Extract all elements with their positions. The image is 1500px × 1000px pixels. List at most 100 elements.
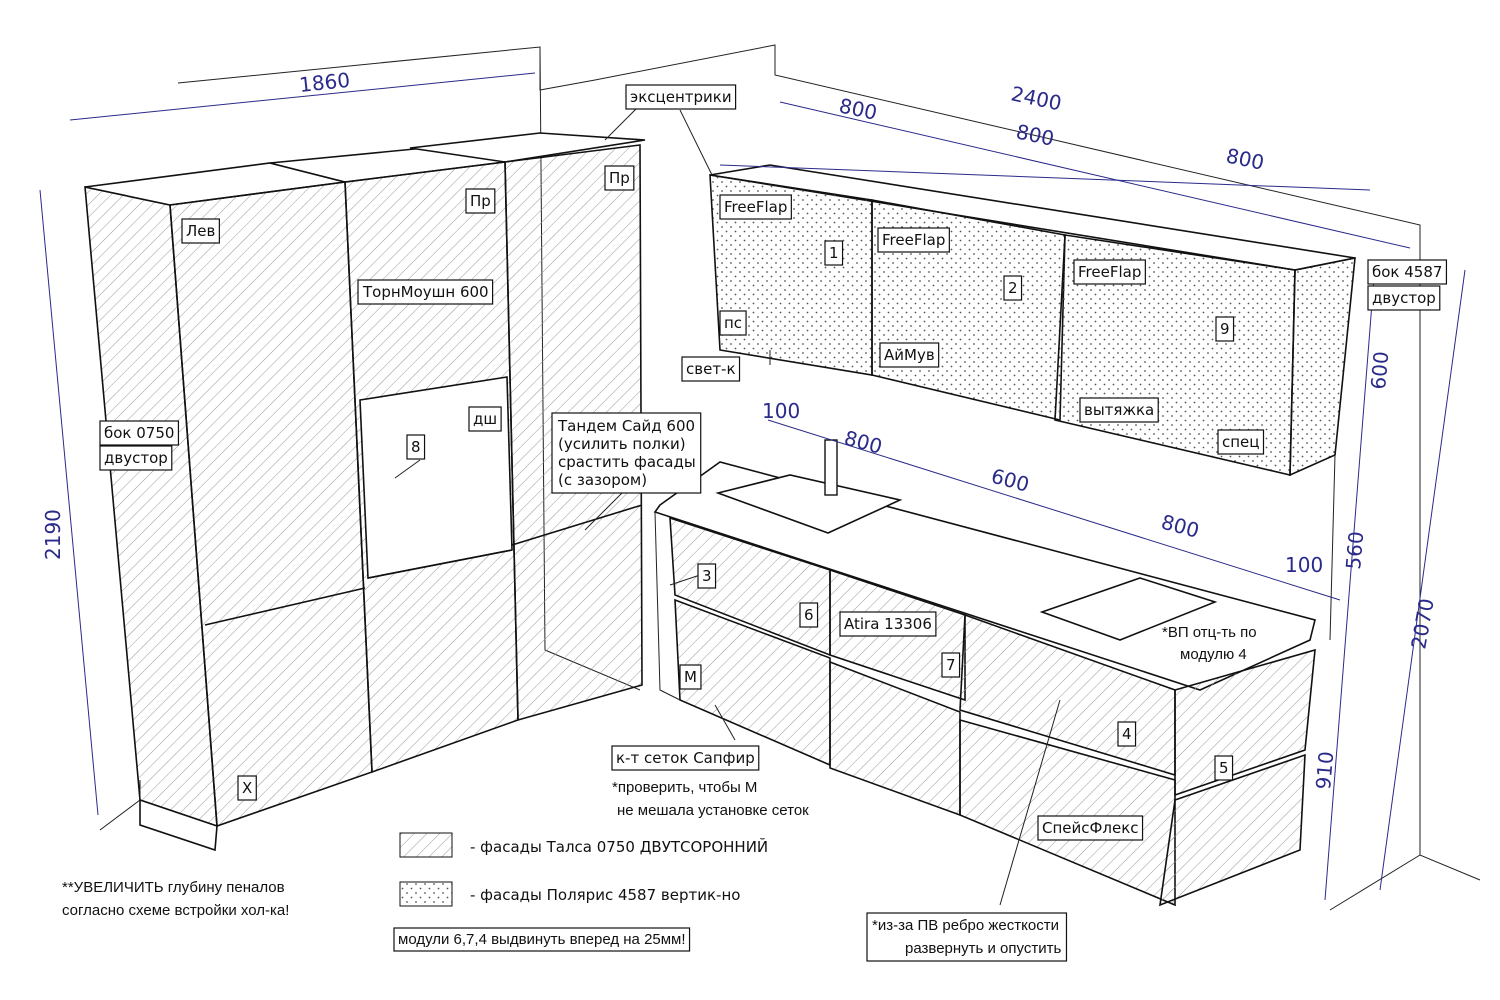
- note-rib-2: развернуть и опустить: [905, 940, 1061, 957]
- dim-right-height: 2070: [1406, 597, 1438, 651]
- label-box: [1117, 721, 1137, 747]
- dim-base-4: 800: [1159, 510, 1202, 543]
- label-box: [697, 563, 717, 589]
- label-box: [1367, 285, 1441, 311]
- label-box: [465, 188, 496, 214]
- label-freeflap-1: FreeFlap: [724, 198, 787, 216]
- label-box: [237, 775, 257, 801]
- note-rib-1: *из-за ПВ ребро жесткости: [872, 917, 1059, 934]
- label-module-8: 8: [411, 438, 421, 456]
- label-box: [1367, 259, 1448, 285]
- legend-hatch-swatch: [399, 832, 453, 858]
- label-side-right-1: бок 4587: [1372, 263, 1442, 281]
- label-box: [839, 611, 937, 637]
- label-side-left-2: двустор: [104, 449, 168, 467]
- label-ps: пс: [724, 314, 742, 332]
- label-box: [611, 745, 760, 771]
- label-module-5: 5: [1219, 759, 1229, 777]
- dim-upper-2: 800: [1014, 119, 1056, 150]
- label-box: [941, 652, 961, 678]
- label-box: [1215, 316, 1235, 342]
- label-tornmotion: ТорнМоушн 600: [362, 283, 489, 301]
- labels: эксцентрики Лев Пр Пр ТорнМоушн 600 дш 8…: [99, 84, 1448, 841]
- tandem-line: (с зазором): [558, 471, 647, 489]
- dim-left-height: 2190: [41, 509, 65, 560]
- legend: - фасады Талса 0750 ДВУТСОРОННИЙ - фасад…: [399, 832, 768, 907]
- dim-base-2: 800: [842, 426, 885, 459]
- label-svetk: свет-к: [686, 360, 736, 378]
- dim-base-1: 100: [762, 399, 800, 423]
- label-box: [681, 356, 741, 382]
- label-box: [799, 602, 819, 628]
- label-box: [824, 240, 844, 266]
- label-box: [679, 664, 702, 690]
- legend-dots-text: - фасады Полярис 4587 вертик-но: [470, 886, 740, 904]
- dim-upper-3: 800: [1224, 143, 1266, 174]
- legend-dots-swatch: [399, 881, 453, 907]
- label-freeflap-2: FreeFlap: [882, 231, 945, 249]
- label-box: [468, 406, 502, 432]
- tall-cabinets: [84, 132, 646, 852]
- label-box: [551, 412, 702, 494]
- label-box: [866, 912, 1068, 962]
- label-x: X: [242, 779, 252, 797]
- label-box: [1214, 755, 1234, 781]
- label-module-1: 1: [829, 244, 839, 262]
- leader-lines: [394, 104, 1061, 906]
- label-side-left-1: бок 0750: [104, 424, 174, 442]
- label-box: [357, 279, 494, 305]
- base-cabinets: [653, 439, 1316, 907]
- label-box: [877, 227, 950, 253]
- note-rib: *из-за ПВ ребро жесткости развернуть и о…: [866, 912, 1068, 962]
- tandem-line: (усилить полки): [558, 435, 686, 453]
- label-spec: спец: [1222, 433, 1260, 451]
- label-module-7: 7: [946, 656, 956, 674]
- label-vp-note-2: модулю 4: [1180, 646, 1247, 663]
- label-module-3: 3: [702, 567, 712, 585]
- label-box: [1217, 429, 1265, 455]
- label-box: [604, 165, 635, 191]
- label-module-9: 9: [1220, 320, 1230, 338]
- tandem-line: Тандем Сайд 600: [557, 417, 695, 435]
- note-check-2: не мешала установке сеток: [617, 802, 809, 819]
- note-increase-2: согласно схеме встройки хол-ка!: [62, 902, 289, 919]
- label-sapfir: к-т сеток Сапфир: [616, 749, 755, 767]
- legend-hatch-text: - фасады Талса 0750 ДВУТСОРОННИЙ: [470, 837, 768, 856]
- label-pr-2: Пр: [609, 169, 630, 187]
- label-box: [1003, 275, 1023, 301]
- label-pr-1: Пр: [470, 192, 491, 210]
- dim-gap-height: 560: [1341, 530, 1368, 570]
- label-m: М: [684, 668, 697, 686]
- label-side-right-2: двустор: [1372, 289, 1436, 307]
- note-shift: модули 6,7,4 выдвинуть вперед на 25мм!: [398, 931, 686, 948]
- label-box: [719, 194, 792, 220]
- label-dsh: дш: [473, 410, 497, 428]
- label-box: [625, 84, 737, 110]
- label-box: [719, 310, 747, 336]
- label-box: [879, 342, 940, 368]
- label-vp-note-1: *ВП отц-ть по: [1162, 624, 1257, 641]
- label-aymuv: АйМув: [884, 346, 935, 364]
- label-tandem: Тандем Сайд 600 (усилить полки) срастить…: [551, 412, 702, 494]
- dim-right-width: 2400: [1009, 81, 1064, 115]
- label-box: [1073, 259, 1146, 285]
- label-eccentrics: эксцентрики: [630, 88, 732, 106]
- label-module-4: 4: [1122, 725, 1132, 743]
- dim-base-height: 910: [1311, 750, 1338, 790]
- label-module-2: 2: [1008, 279, 1018, 297]
- label-box: [181, 218, 220, 244]
- label-lev: Лев: [186, 222, 215, 240]
- label-module-6: 6: [804, 606, 814, 624]
- label-atira: Atira 13306: [844, 615, 932, 633]
- dim-base-5: 100: [1285, 553, 1323, 577]
- note-check-1: *проверить, чтобы М: [612, 779, 757, 796]
- label-box: [99, 445, 173, 471]
- label-box: [406, 434, 426, 460]
- label-box: [393, 927, 691, 952]
- label-box: [99, 420, 180, 446]
- label-hood: вытяжка: [1084, 401, 1154, 419]
- dim-left-width: 1860: [298, 68, 351, 97]
- tandem-line: срастить фасады: [558, 453, 696, 471]
- label-box: [1079, 397, 1159, 423]
